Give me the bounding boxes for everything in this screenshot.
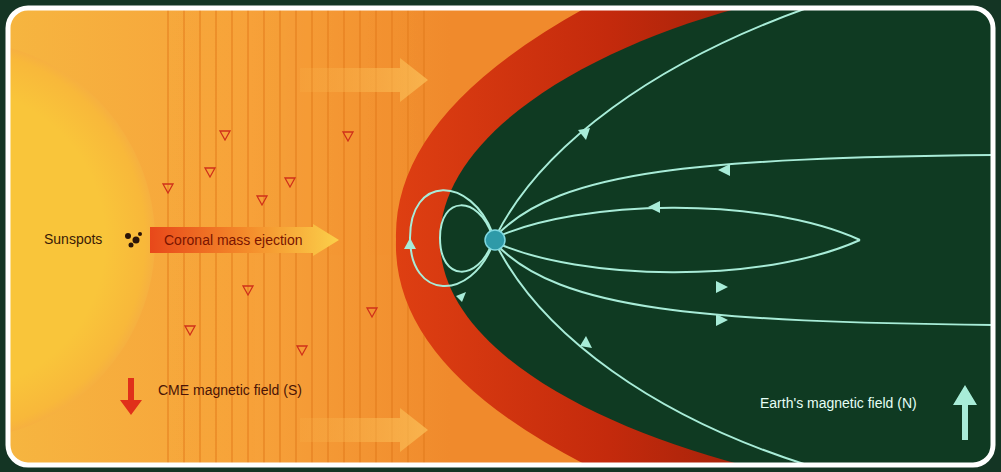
- sunspots-label: Sunspots: [44, 231, 102, 247]
- cme-field-arrow: [120, 378, 142, 415]
- earth: [485, 230, 505, 250]
- magnetosphere: [440, 8, 993, 465]
- cme-field-label: CME magnetic field (S): [158, 382, 302, 398]
- arrow-label: Coronal mass ejection: [150, 224, 339, 256]
- field-arrowheads: [404, 128, 730, 348]
- earth-field-label: Earth's magnetic field (N): [760, 395, 917, 411]
- bow-shock: [396, 8, 993, 465]
- frame: [8, 8, 993, 465]
- sun: [8, 40, 155, 440]
- cme-arrow: Coronal mass ejection: [150, 224, 339, 256]
- sunspots: [125, 232, 142, 248]
- flow-arrow: [300, 58, 428, 102]
- earth-field-arrow: [953, 385, 977, 440]
- flow-arrow: [300, 408, 428, 452]
- earth-field-lines: [410, 8, 993, 465]
